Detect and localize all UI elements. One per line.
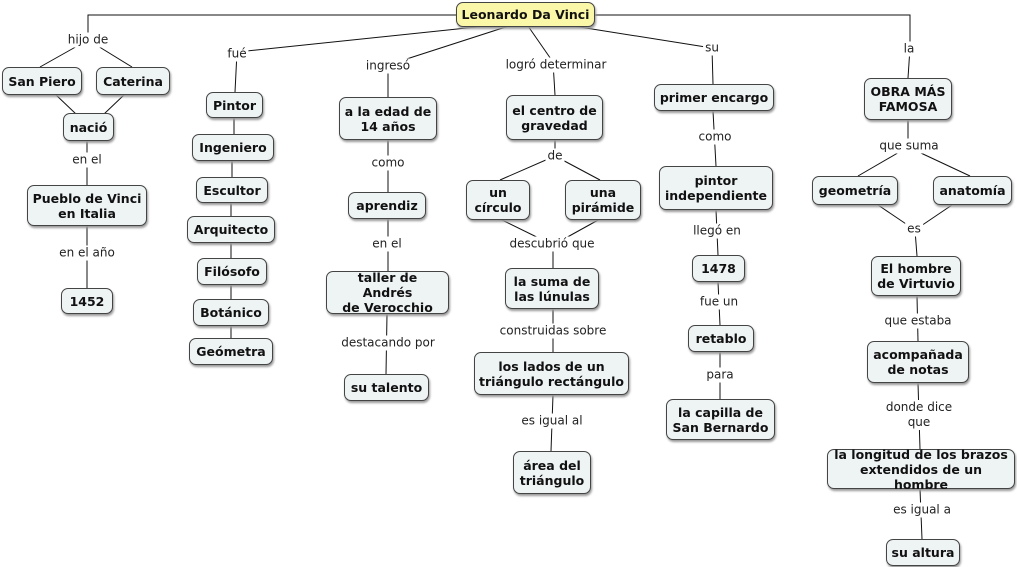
- node-arquitecto[interactable]: Arquitecto: [187, 216, 275, 243]
- label-descubrio-que: descubrió que: [507, 236, 597, 252]
- label-llego-en: llegó en: [691, 223, 743, 239]
- label-que-suma: que suma: [877, 138, 941, 154]
- label-como-1: como: [369, 155, 407, 171]
- label-construidas-sobre: construidas sobre: [497, 323, 609, 339]
- node-caterina[interactable]: Caterina: [96, 67, 170, 95]
- label-la: la: [901, 41, 917, 57]
- label-en-el-2: en el: [370, 236, 404, 252]
- node-escultor[interactable]: Escultor: [196, 177, 268, 203]
- node-una-piramide[interactable]: una pirámide: [565, 180, 641, 220]
- label-como-2: como: [696, 129, 734, 145]
- node-edad-14[interactable]: a la edad de 14 años: [339, 97, 437, 140]
- label-logro-determinar: logró determinar: [503, 57, 609, 73]
- node-san-piero[interactable]: San Piero: [2, 67, 82, 95]
- label-es-igual-a: es igual a: [891, 502, 953, 518]
- node-primer-encargo[interactable]: primer encargo: [654, 84, 774, 111]
- node-longitud-brazos[interactable]: la longitud de los brazos extendidos de …: [827, 447, 1015, 492]
- node-area-triangulo[interactable]: área del triángulo: [513, 451, 591, 494]
- node-su-altura[interactable]: su altura: [886, 539, 960, 566]
- label-para: para: [704, 367, 736, 383]
- label-en-el-ano: en el año: [57, 245, 117, 261]
- node-obra-mas-famosa[interactable]: OBRA MÁS FAMOSA: [864, 78, 952, 120]
- label-donde-dice-que: donde dice que: [883, 400, 955, 430]
- node-taller-verocchio[interactable]: taller de Andrés de Verocchio: [326, 270, 449, 315]
- node-pintor[interactable]: Pintor: [206, 92, 263, 118]
- label-fue-un: fue un: [697, 294, 741, 310]
- label-es: es: [905, 221, 923, 237]
- label-es-igual-al: es igual al: [519, 413, 585, 429]
- node-retablo[interactable]: retablo: [688, 325, 754, 352]
- label-su: su: [703, 40, 721, 56]
- node-su-talento[interactable]: su talento: [344, 374, 429, 401]
- node-pintor-independiente[interactable]: pintor independiente: [659, 166, 773, 210]
- node-lados-triangulo[interactable]: los lados de un triángulo rectángulo: [474, 352, 629, 395]
- node-suma-lunulas[interactable]: la suma de las lúnulas: [505, 268, 599, 309]
- node-aprendiz[interactable]: aprendiz: [348, 192, 426, 219]
- label-en-el: en el: [70, 152, 104, 168]
- label-de: de: [545, 148, 565, 164]
- node-1452[interactable]: 1452: [61, 288, 113, 314]
- label-hijo-de: hijo de: [65, 32, 111, 48]
- node-ingeniero[interactable]: Ingeniero: [192, 134, 274, 161]
- node-centro-gravedad[interactable]: el centro de gravedad: [506, 95, 603, 140]
- node-geometria[interactable]: geometría: [812, 176, 898, 205]
- label-fue: fué: [225, 46, 249, 62]
- node-nacio[interactable]: nació: [63, 113, 114, 141]
- node-1478[interactable]: 1478: [692, 255, 745, 282]
- node-hombre-virtuvio[interactable]: El hombre de Virtuvio: [871, 256, 961, 296]
- node-pueblo-de-vinci[interactable]: Pueblo de Vinci en Italia: [27, 185, 147, 226]
- label-ingreso: ingresó: [363, 58, 413, 74]
- node-capilla-san-bernardo[interactable]: la capilla de San Bernardo: [666, 399, 775, 440]
- node-un-circulo[interactable]: un círculo: [466, 180, 530, 220]
- node-botanico[interactable]: Botánico: [193, 299, 269, 326]
- label-destacando-por: destacando por: [339, 335, 437, 351]
- node-anatomia[interactable]: anatomía: [933, 176, 1012, 205]
- node-acompanada-notas[interactable]: acompañada de notas: [867, 341, 969, 383]
- root-node-leonardo[interactable]: Leonardo Da Vinci: [456, 2, 595, 27]
- node-geometra[interactable]: Geómetra: [189, 338, 273, 365]
- label-que-estaba: que estaba: [882, 313, 954, 329]
- node-filosofo[interactable]: Filósofo: [197, 258, 267, 285]
